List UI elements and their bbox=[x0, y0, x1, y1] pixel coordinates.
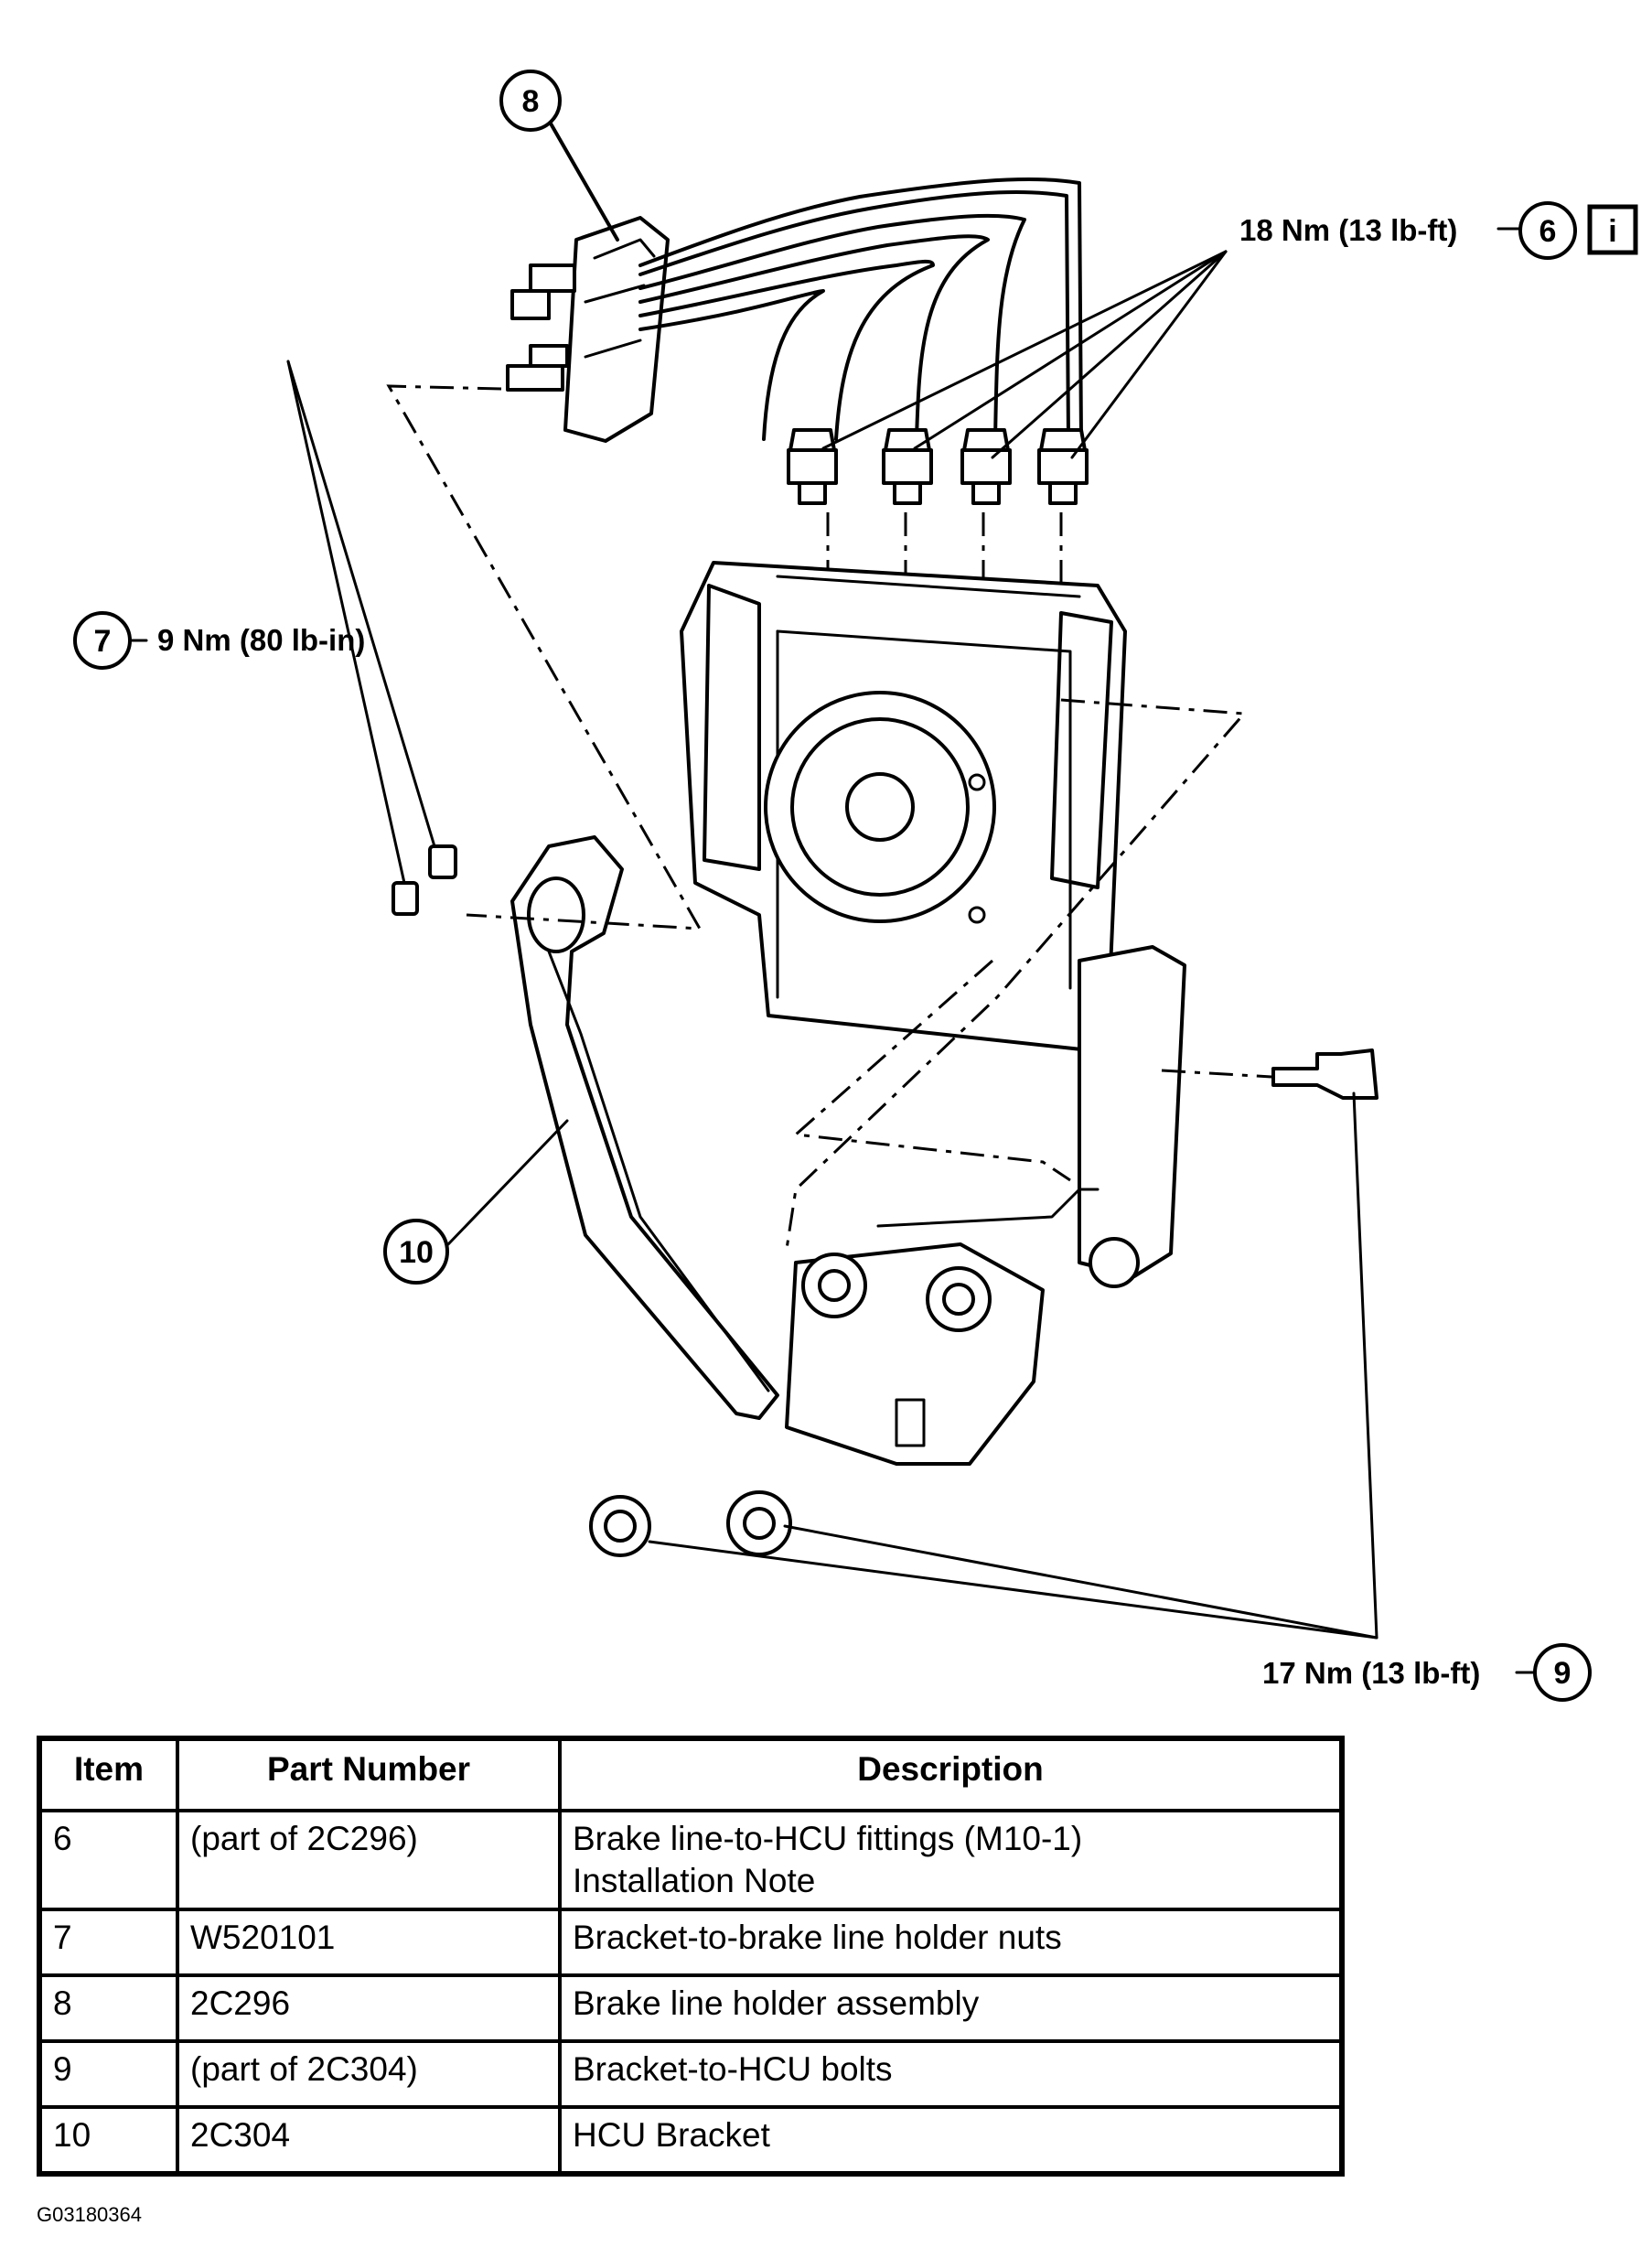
table-row: 10 2C304 HCU Bracket bbox=[38, 2105, 1344, 2176]
svg-text:i: i bbox=[1608, 214, 1616, 249]
callout-8: 8 bbox=[499, 70, 562, 132]
parts-table: Item Part Number Description 6 (part of … bbox=[37, 1736, 1345, 2177]
cell-part-number: (part of 2C296) bbox=[176, 1809, 562, 1911]
table-row: 6 (part of 2C296) Brake line-to-HCU fitt… bbox=[38, 1809, 1344, 1911]
cell-part-number: 2C296 bbox=[176, 1973, 562, 2043]
callout-9-torque: 17 Nm (13 lb-ft) bbox=[1262, 1656, 1480, 1690]
cell-item: 8 bbox=[38, 1973, 179, 2043]
svg-text:10: 10 bbox=[399, 1235, 434, 1270]
cell-item: 10 bbox=[38, 2105, 179, 2176]
table-row: 7 W520101 Bracket-to-brake line holder n… bbox=[38, 1908, 1344, 1977]
table-row: 9 (part of 2C304) Bracket-to-HCU bolts bbox=[38, 2039, 1344, 2109]
hcu-bracket bbox=[510, 835, 1186, 1466]
table-row: 8 2C296 Brake line holder assembly bbox=[38, 1973, 1344, 2043]
cell-part-number: (part of 2C304) bbox=[176, 2039, 562, 2109]
exploded-diagram: 8 18 Nm (13 lb-ft) 6 i 7 9 Nm (80 lb-in)… bbox=[73, 70, 1638, 1702]
callout-7: 7 9 Nm (80 lb-in) bbox=[73, 611, 365, 670]
svg-text:6: 6 bbox=[1539, 214, 1557, 249]
cell-item: 6 bbox=[38, 1809, 179, 1911]
cell-part-number: 2C304 bbox=[176, 2105, 562, 2176]
cell-item: 7 bbox=[38, 1908, 179, 1977]
svg-text:7: 7 bbox=[94, 624, 112, 659]
cell-description: HCU Bracket bbox=[558, 2105, 1344, 2176]
callout-6: 18 Nm (13 lb-ft) 6 i bbox=[1239, 201, 1638, 260]
info-icon bbox=[1587, 204, 1638, 255]
table-header-row: Item Part Number Description bbox=[38, 1737, 1344, 1812]
callout-7-torque: 9 Nm (80 lb-in) bbox=[157, 623, 365, 657]
header-description: Description bbox=[558, 1737, 1344, 1812]
brake-line-fittings bbox=[787, 428, 1089, 505]
cell-description: Brake line-to-HCU fittings (M10-1) Insta… bbox=[558, 1809, 1344, 1911]
leader-lines bbox=[286, 122, 1378, 1640]
figure-code: G03180364 bbox=[37, 2203, 142, 2226]
svg-text:8: 8 bbox=[522, 84, 540, 119]
svg-text:9: 9 bbox=[1554, 1656, 1572, 1691]
callout-10: 10 bbox=[383, 1219, 449, 1285]
hcu-unit bbox=[680, 561, 1127, 1054]
cell-part-number: W520101 bbox=[176, 1908, 562, 1977]
cell-item: 9 bbox=[38, 2039, 179, 2109]
cell-description: Bracket-to-brake line holder nuts bbox=[558, 1908, 1344, 1977]
cell-description: Bracket-to-HCU bolts bbox=[558, 2039, 1344, 2109]
callout-6-torque: 18 Nm (13 lb-ft) bbox=[1239, 213, 1457, 247]
cell-description: Brake line holder assembly bbox=[558, 1973, 1344, 2043]
callout-9: 17 Nm (13 lb-ft) 9 bbox=[1262, 1643, 1592, 1702]
bracket-to-hcu-bolts bbox=[589, 1048, 1378, 1557]
header-part-number: Part Number bbox=[176, 1737, 562, 1812]
brake-lines bbox=[638, 177, 1083, 441]
header-item: Item bbox=[38, 1737, 179, 1812]
bracket-to-holder-nuts bbox=[392, 844, 457, 916]
